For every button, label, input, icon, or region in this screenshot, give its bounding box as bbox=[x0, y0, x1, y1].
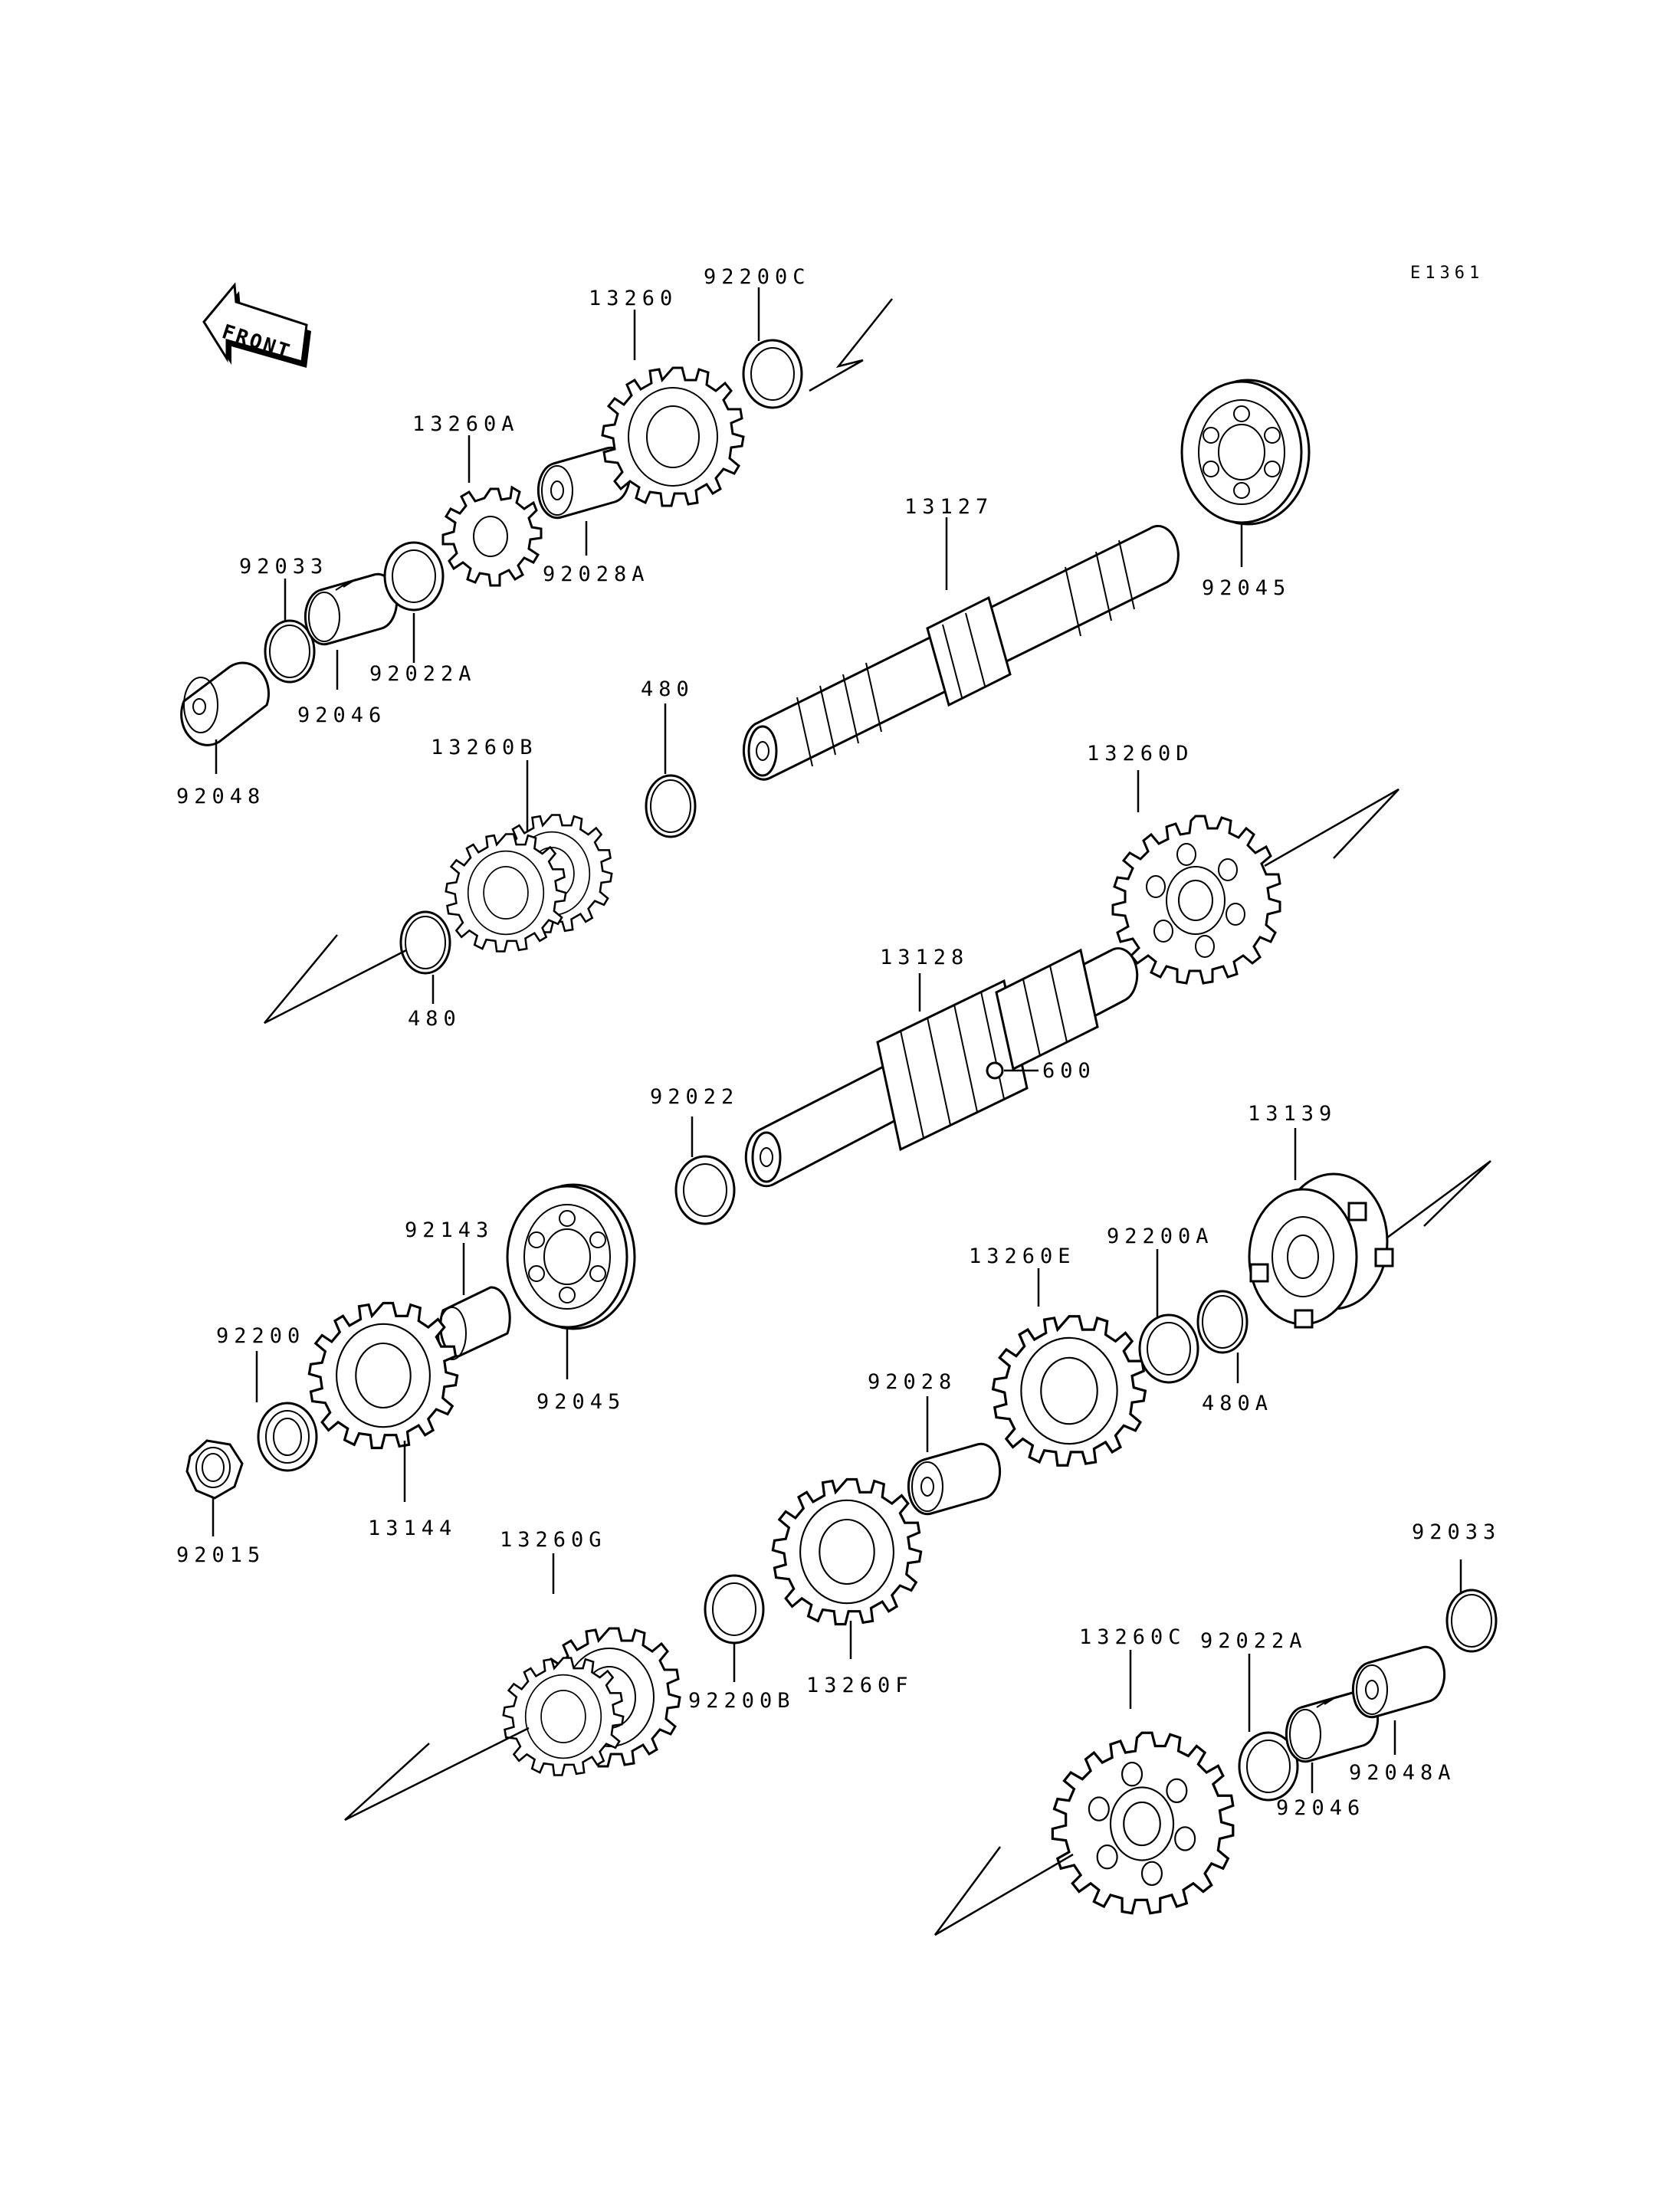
assembly-axis-line-drum bbox=[1386, 1159, 1491, 1239]
bushing-92028 bbox=[907, 1442, 1002, 1516]
label-92022A-bottom: 92022A bbox=[1200, 1629, 1308, 1653]
steel-ball-600 bbox=[986, 1061, 1004, 1080]
gear-13260A bbox=[441, 486, 543, 587]
washer-92022A-top bbox=[383, 541, 445, 612]
label-92022A-top: 92022A bbox=[369, 662, 477, 686]
gear-13260D bbox=[1111, 815, 1281, 985]
label-13260: 13260 bbox=[589, 287, 678, 310]
label-92028A: 92028A bbox=[543, 562, 650, 586]
label-92033-bottom: 92033 bbox=[1412, 1520, 1501, 1544]
label-600: 600 bbox=[1042, 1059, 1096, 1083]
label-92033-top: 92033 bbox=[239, 555, 328, 579]
label-13139: 13139 bbox=[1248, 1102, 1337, 1126]
shaft-13128 bbox=[744, 947, 1139, 1188]
needle-bearing-92046-top bbox=[304, 572, 399, 646]
assembly-axis-line-bottom-left bbox=[344, 1726, 530, 1822]
assembly-axis-line-left bbox=[264, 934, 407, 1025]
collar-92048A bbox=[1351, 1645, 1446, 1719]
gear-13260C bbox=[1051, 1731, 1235, 1915]
label-92046-top: 92046 bbox=[297, 703, 386, 727]
label-92048: 92048 bbox=[176, 785, 265, 808]
lock-washer-92200A bbox=[1138, 1313, 1199, 1384]
circlip-480A bbox=[1196, 1290, 1249, 1354]
label-13260G: 13260G bbox=[500, 1528, 607, 1552]
gear-13260B bbox=[445, 814, 613, 953]
nut-92015 bbox=[185, 1439, 244, 1500]
label-13260F: 13260F bbox=[806, 1674, 914, 1697]
label-13127: 13127 bbox=[904, 495, 993, 519]
gear-13260F bbox=[771, 1477, 923, 1626]
label-92045-top: 92045 bbox=[1202, 576, 1291, 600]
label-92045-mid: 92045 bbox=[536, 1390, 625, 1414]
label-13260B: 13260B bbox=[431, 736, 538, 759]
shaft-13127 bbox=[743, 525, 1180, 781]
leader-lines bbox=[212, 287, 1462, 1793]
lock-washer-92200 bbox=[257, 1402, 318, 1472]
label-480-top: 480 bbox=[641, 677, 694, 701]
label-480A: 480A bbox=[1202, 1392, 1273, 1415]
label-92200B: 92200B bbox=[688, 1689, 796, 1713]
label-13260C: 13260C bbox=[1079, 1625, 1186, 1649]
label-92200C: 92200C bbox=[704, 265, 811, 289]
washer-92200C bbox=[742, 339, 803, 409]
bearing-92045-mid bbox=[506, 1183, 636, 1330]
label-13260A: 13260A bbox=[412, 412, 520, 436]
label-13144: 13144 bbox=[368, 1517, 457, 1540]
bearing-92045-top bbox=[1180, 379, 1311, 526]
lock-washer-92200B bbox=[704, 1574, 765, 1644]
label-92028: 92028 bbox=[868, 1370, 956, 1394]
label-92143: 92143 bbox=[405, 1218, 494, 1242]
label-92046-bottom: 92046 bbox=[1276, 1796, 1365, 1820]
gear-13260G bbox=[502, 1627, 681, 1776]
label-92200A: 92200A bbox=[1107, 1225, 1214, 1248]
gear-13260E bbox=[992, 1315, 1147, 1467]
label-13260E: 13260E bbox=[969, 1244, 1076, 1268]
label-92015: 92015 bbox=[176, 1543, 265, 1567]
label-92048A: 92048A bbox=[1349, 1761, 1456, 1785]
circlip-480-top bbox=[645, 774, 697, 838]
assembly-axis-line-top bbox=[809, 298, 893, 392]
label-92200: 92200 bbox=[216, 1324, 305, 1348]
shift-drum-13139 bbox=[1248, 1172, 1394, 1329]
collar-92048 bbox=[180, 661, 270, 746]
sprocket-13144 bbox=[307, 1301, 459, 1450]
assembly-axis-line-right bbox=[1264, 788, 1399, 867]
drawing-code: E1361 bbox=[1410, 264, 1484, 283]
label-92022: 92022 bbox=[650, 1085, 739, 1109]
washer-92022 bbox=[674, 1155, 736, 1225]
gear-13260 bbox=[601, 366, 745, 507]
label-13128: 13128 bbox=[880, 946, 969, 969]
circlip-480-left bbox=[399, 910, 451, 975]
label-13260D: 13260D bbox=[1087, 742, 1194, 766]
part-labels: 13260 92200C 13260A 92028A 92033 92022A … bbox=[176, 265, 1501, 1820]
front-arrow-icon: FRONT bbox=[202, 282, 311, 368]
circlip-92033-bottom bbox=[1445, 1589, 1498, 1653]
label-480-left: 480 bbox=[408, 1007, 461, 1031]
assembly-axis-line-bottom-right bbox=[934, 1846, 1074, 1936]
